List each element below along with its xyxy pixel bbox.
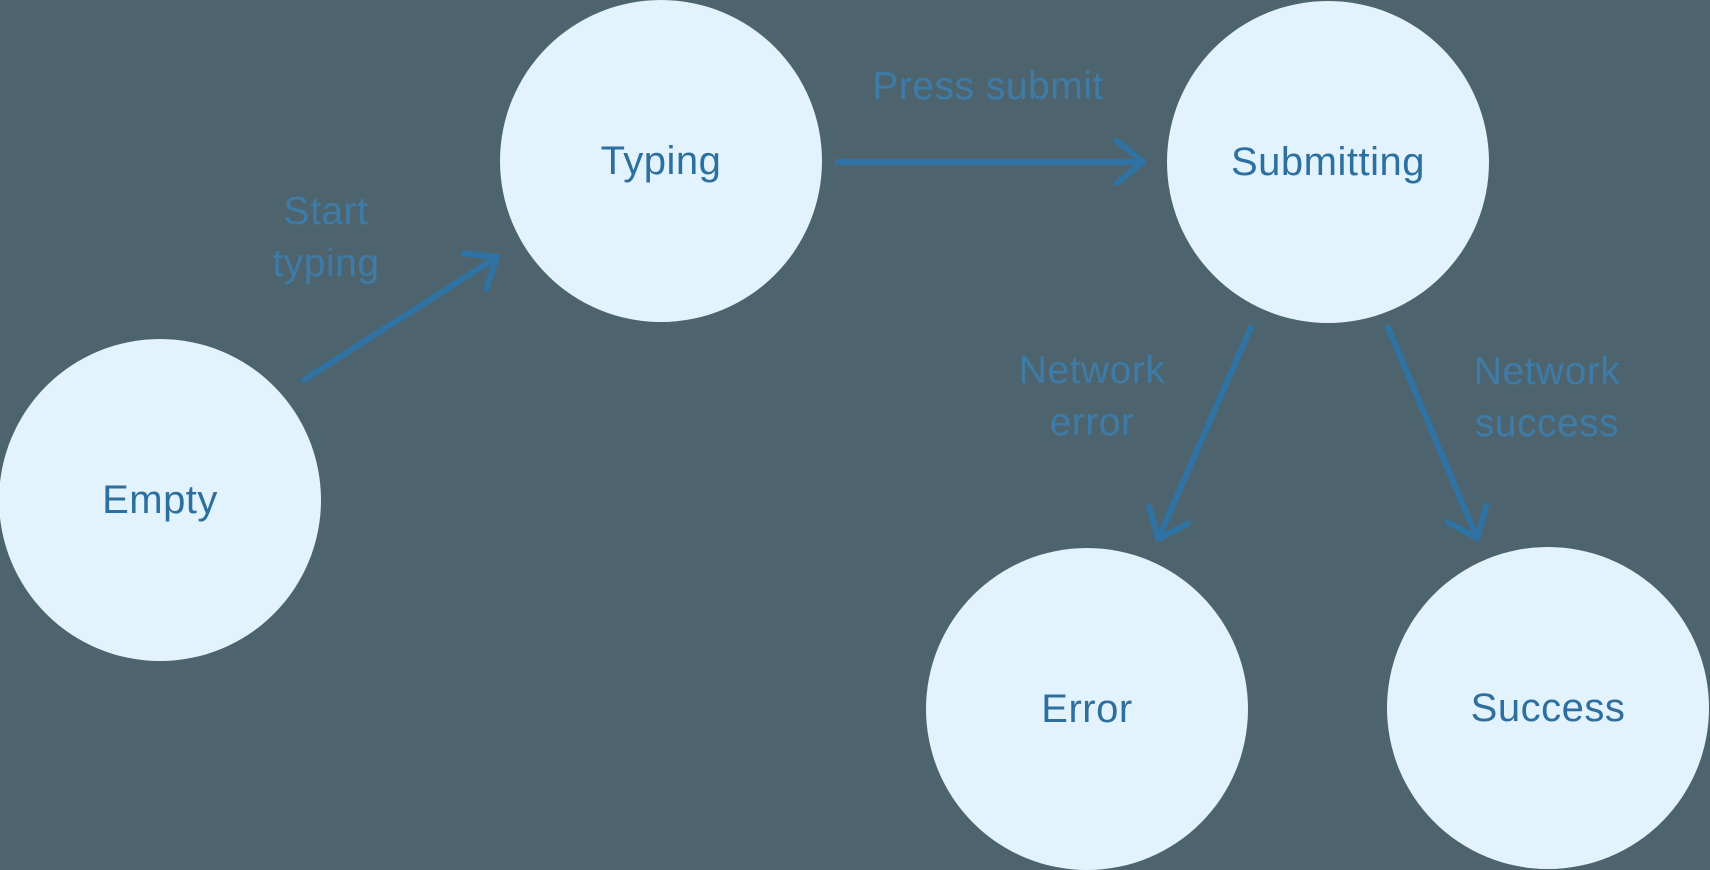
state-node-success: Success [1387, 547, 1709, 869]
transition-label-typing-submitting: Press submit [872, 65, 1104, 108]
state-node-typing: Typing [500, 0, 822, 322]
transition-arrow-submitting-error [1146, 323, 1255, 542]
transition-arrow-empty-typing [300, 250, 500, 384]
state-label-typing: Typing [600, 138, 722, 183]
transition-label-empty-typing: Start typing [272, 190, 380, 285]
state-label-submitting: Submitting [1231, 139, 1425, 184]
state-node-submitting: Submitting [1167, 1, 1489, 323]
state-node-error: Error [926, 548, 1248, 870]
transition-arrow-submitting-success [1384, 323, 1490, 541]
state-label-empty: Empty [102, 477, 218, 522]
transition-label-submitting-success: Network success [1473, 350, 1621, 445]
state-label-error: Error [1041, 686, 1133, 731]
state-node-empty: Empty [0, 339, 321, 661]
transition-label-submitting-error: Network error [1018, 349, 1166, 444]
state-label-success: Success [1470, 685, 1626, 730]
